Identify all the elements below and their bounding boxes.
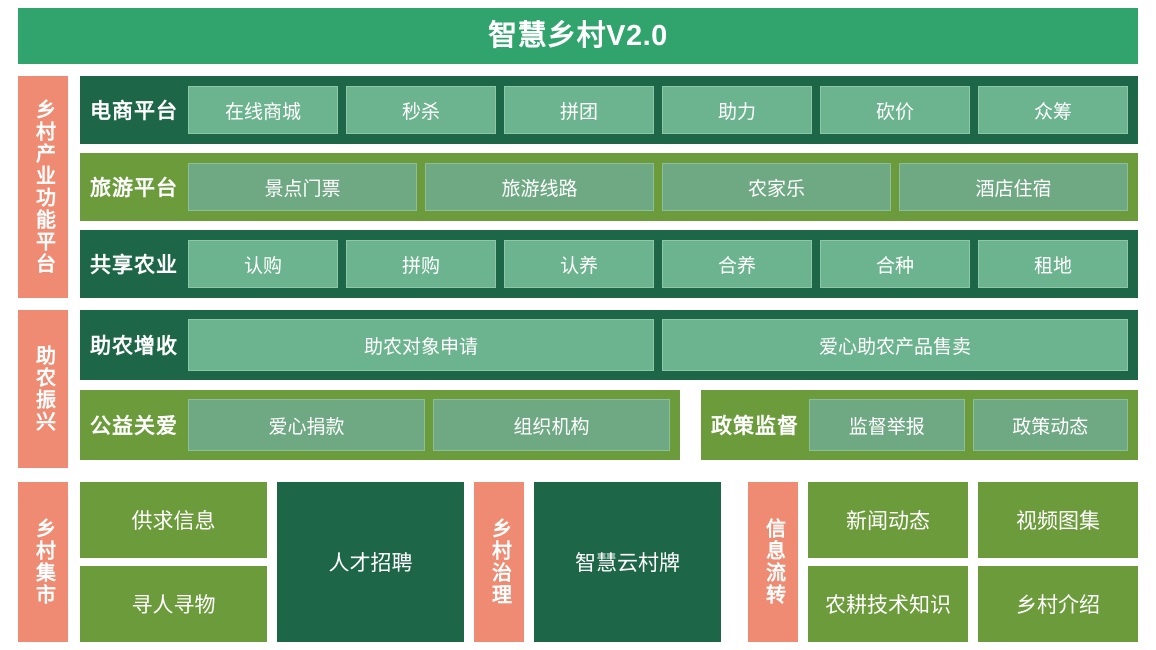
- tile-charity-donation[interactable]: 爱心捐款: [188, 399, 425, 451]
- tile-talent-recruitment[interactable]: 人才招聘: [277, 482, 464, 642]
- panel-title-tourism: 旅游平台: [90, 177, 178, 200]
- section-bottom-modules: 乡村集市 供求信息 寻人寻物 人才招聘 乡村治理 智慧云村牌 信息流转 新闻动态…: [18, 482, 1138, 642]
- panel-title-income-increase: 助农增收: [90, 335, 178, 358]
- panel-ecommerce-platform: 电商平台 在线商城 秒杀 拼团 助力 砍价 众筹: [80, 76, 1138, 144]
- tile-bargain[interactable]: 砍价: [820, 86, 970, 134]
- tile-support-target-application[interactable]: 助农对象申请: [188, 319, 654, 371]
- tile-village-intro[interactable]: 乡村介绍: [978, 566, 1138, 642]
- tile-supervision-report[interactable]: 监督举报: [809, 399, 965, 451]
- section-farmer-support-revitalization: 助农振兴 助农增收 助农对象申请 爱心助农产品售卖 公益关爱 爱心捐款 组织机构…: [18, 310, 1138, 468]
- tile-charity-produce-sales[interactable]: 爱心助农产品售卖: [662, 319, 1128, 371]
- panel-title-public-welfare: 公益关爱: [90, 415, 178, 438]
- tile-organizations[interactable]: 组织机构: [433, 399, 670, 451]
- tile-group-shared-agriculture: 认购 拼购 认养 合养 合种 租地: [188, 230, 1128, 298]
- panel-tourism-platform: 旅游平台 景点门票 旅游线路 农家乐 酒店住宿: [80, 153, 1138, 221]
- tile-farming-knowledge[interactable]: 农耕技术知识: [808, 566, 968, 642]
- sidebar-label-farmer-support: 助农振兴: [18, 310, 68, 468]
- sidebar-label-rural-governance: 乡村治理: [474, 482, 524, 642]
- panel-policy-supervision: 政策监督 监督举报 政策动态: [701, 390, 1138, 460]
- tile-online-mall[interactable]: 在线商城: [188, 86, 338, 134]
- tile-farm-stay[interactable]: 农家乐: [662, 163, 891, 211]
- tile-group-buy[interactable]: 拼团: [504, 86, 654, 134]
- tile-subscribe-purchase[interactable]: 认购: [188, 240, 338, 288]
- tile-hotel-lodging[interactable]: 酒店住宿: [899, 163, 1128, 211]
- tile-news-updates[interactable]: 新闻动态: [808, 482, 968, 558]
- sidebar-label-rural-market: 乡村集市: [18, 482, 68, 642]
- tile-group-information-flow: 新闻动态 视频图集 农耕技术知识 乡村介绍: [808, 482, 1138, 642]
- section-rural-industry-platform: 乡村产业功能平台 电商平台 在线商城 秒杀 拼团 助力 砍价 众筹 旅游平台 景…: [18, 76, 1138, 298]
- sidebar-label-information-flow: 信息流转: [748, 482, 798, 642]
- tile-group-tourism: 景点门票 旅游线路 农家乐 酒店住宿: [188, 153, 1128, 221]
- tile-crowdfunding[interactable]: 众筹: [978, 86, 1128, 134]
- tile-group-rural-market: 供求信息 寻人寻物: [80, 482, 267, 642]
- tile-co-plant[interactable]: 合种: [820, 240, 970, 288]
- tile-boost[interactable]: 助力: [662, 86, 812, 134]
- tile-group-ecommerce: 在线商城 秒杀 拼团 助力 砍价 众筹: [188, 76, 1128, 144]
- app-header: 智慧乡村V2.0: [18, 8, 1138, 64]
- tile-group-public-welfare: 爱心捐款 组织机构: [188, 390, 670, 460]
- panel-shared-agriculture: 共享农业 认购 拼购 认养 合养 合种 租地: [80, 230, 1138, 298]
- page-title: 智慧乡村V2.0: [488, 19, 668, 52]
- tile-joint-purchase[interactable]: 拼购: [346, 240, 496, 288]
- panel-income-increase: 助农增收 助农对象申请 爱心助农产品售卖: [80, 310, 1138, 380]
- tile-policy-updates[interactable]: 政策动态: [972, 399, 1128, 451]
- sidebar-label-rural-industry-platform: 乡村产业功能平台: [18, 76, 68, 298]
- tile-video-gallery[interactable]: 视频图集: [978, 482, 1138, 558]
- tile-travel-routes[interactable]: 旅游线路: [425, 163, 654, 211]
- tile-land-rental[interactable]: 租地: [978, 240, 1128, 288]
- panel-title-shared-agriculture: 共享农业: [90, 254, 178, 277]
- panel-public-welfare-care: 公益关爱 爱心捐款 组织机构: [80, 390, 680, 460]
- tile-group-policy-supervision: 监督举报 政策动态: [809, 390, 1128, 460]
- tile-flash-sale[interactable]: 秒杀: [346, 86, 496, 134]
- tile-supply-demand-info[interactable]: 供求信息: [80, 482, 267, 558]
- panel-title-policy-supervision: 政策监督: [711, 415, 799, 438]
- panel-title-ecommerce: 电商平台: [90, 100, 178, 123]
- tile-attraction-tickets[interactable]: 景点门票: [188, 163, 417, 211]
- tile-co-raise[interactable]: 合养: [662, 240, 812, 288]
- tile-adopt-animal[interactable]: 认养: [504, 240, 654, 288]
- tile-find-people-items[interactable]: 寻人寻物: [80, 566, 267, 642]
- tile-group-income-increase: 助农对象申请 爱心助农产品售卖: [188, 310, 1128, 380]
- tile-smart-cloud-village-sign[interactable]: 智慧云村牌: [534, 482, 721, 642]
